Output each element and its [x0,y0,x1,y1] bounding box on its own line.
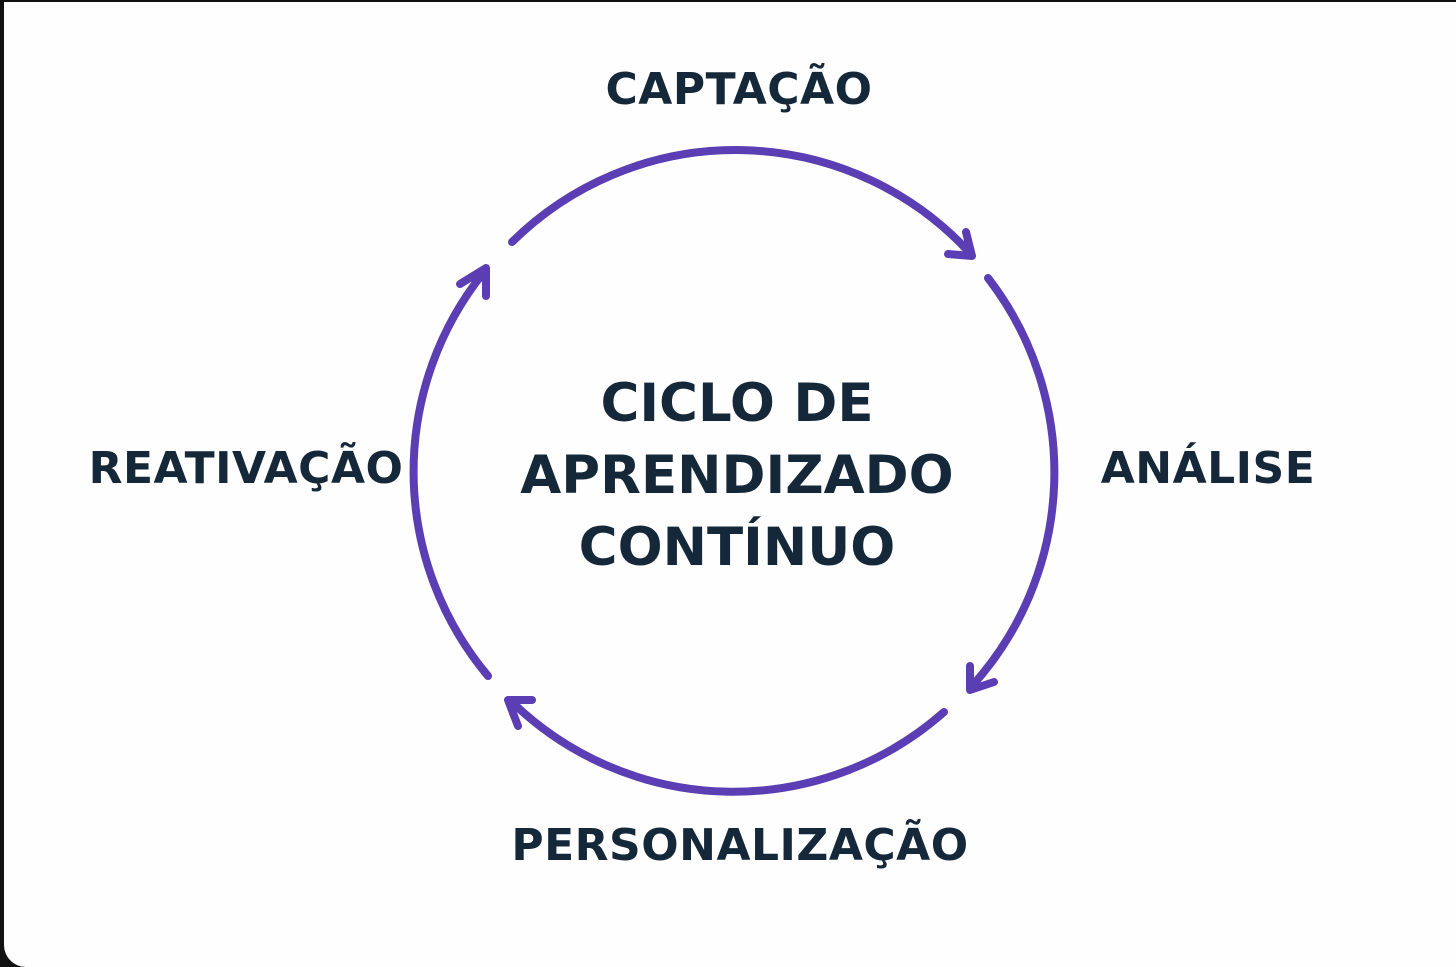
center-title-line-1: CICLO DE [600,373,874,434]
arrow-captacao-to-analise [508,146,973,256]
step-label-reativacao: REATIVAÇÃO [88,443,404,494]
arrow-analise-to-personalizacao [968,274,1059,690]
step-label-personalizacao: PERSONALIZAÇÃO [511,820,969,871]
arrowhead-personalizacao [966,662,998,694]
step-label-captacao: CAPTAÇÃO [605,64,873,115]
arrow-reativacao-to-captacao [409,268,492,680]
center-title-line-3: CONTÍNUO [578,517,896,578]
arrowhead-analise [944,228,976,260]
diagram-canvas: CICLO DE APRENDIZADO CONTÍNUO CAPTAÇÃO A… [4,2,1456,967]
arrowhead-reativacao [504,696,536,730]
arrow-personalizacao-to-reativacao [508,698,948,796]
arrowhead-captacao [456,264,490,300]
cycle-arrows [409,146,1059,796]
center-title-line-2: APRENDIZADO [520,445,954,506]
step-label-analise: ANÁLISE [1100,443,1316,494]
center-title: CICLO DE APRENDIZADO CONTÍNUO [484,368,990,584]
